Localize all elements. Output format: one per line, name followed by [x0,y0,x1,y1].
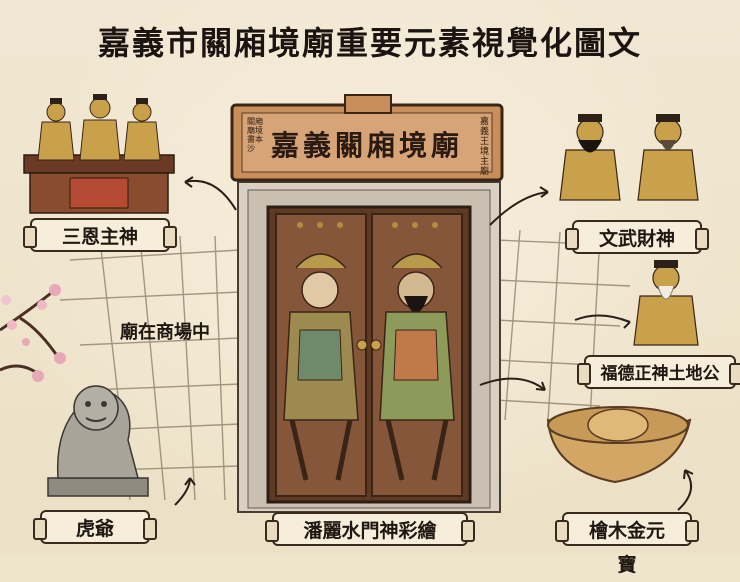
label-temple-in-market: 廟在商場中 [120,322,210,343]
fude-zhengshen-statue [633,260,699,346]
label-tiger-god: 虎爺 [33,510,157,544]
street-map-right [494,229,641,421]
label-wenwu-caishen: 文武財神 [565,220,709,254]
plaque-right-inscription: 嘉義王境主廟 [480,117,490,177]
altar-sanen [23,94,175,214]
temple-plaque [230,94,504,182]
stone-tiger-statue [47,385,149,497]
street-map-left [59,235,241,501]
illustration [0,94,699,513]
arrows [174,176,694,511]
label-gold-ingot: 檜木金元寶 [555,512,699,576]
cherry-blossom-branch [0,284,66,382]
page-title: 嘉義市關廂境廟重要元素視覺化圖文 [97,24,642,62]
gold-ingot [546,406,692,484]
wenwu-caishen-statues [559,114,699,201]
door-guardian-right [379,253,455,481]
plaque-name: 嘉義關廂境廟 [270,129,463,162]
door-guardian-left [283,253,359,481]
label-sanen-zhushen: 三恩主神 [23,218,177,252]
temple-gate [237,181,501,513]
label-door-god-painting: 潘麗水門神彩繪 [265,512,475,546]
plaque-left-inscription: 關廂廟境 書本沙 [247,117,263,153]
label-fude-zhengshen: 福德正神土地公 [577,355,740,389]
